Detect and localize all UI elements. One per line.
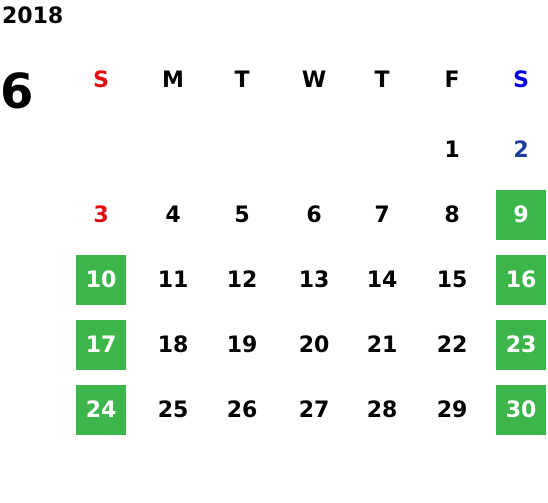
month-label: 6 [0, 64, 34, 120]
day-cell[interactable]: 21 [366, 332, 398, 358]
day-cell-highlighted[interactable]: 24 [76, 385, 126, 435]
day-cell-highlighted[interactable]: 9 [496, 190, 546, 240]
day-cell-highlighted[interactable]: 17 [76, 320, 126, 370]
day-cell[interactable]: 14 [366, 267, 398, 293]
day-cell[interactable]: 15 [436, 267, 468, 293]
day-cell[interactable]: 19 [226, 332, 258, 358]
weekday-mon: M [162, 67, 184, 93]
weekday-tue: T [234, 67, 250, 93]
day-cell[interactable]: 29 [436, 397, 468, 423]
day-cell[interactable]: 13 [298, 267, 330, 293]
day-cell[interactable]: 4 [165, 202, 181, 228]
weekday-wed: W [301, 67, 327, 93]
day-cell[interactable]: 5 [234, 202, 250, 228]
day-cell[interactable]: 25 [157, 397, 189, 423]
day-cell[interactable]: 26 [226, 397, 258, 423]
day-cell[interactable]: 7 [374, 202, 390, 228]
day-cell[interactable]: 1 [444, 137, 460, 163]
day-cell-highlighted[interactable]: 30 [496, 385, 546, 435]
day-cell-highlighted[interactable]: 10 [76, 255, 126, 305]
day-cell-highlighted[interactable]: 23 [496, 320, 546, 370]
day-cell[interactable]: 11 [157, 267, 189, 293]
weekday-sun: S [93, 67, 109, 93]
day-cell[interactable]: 28 [366, 397, 398, 423]
day-cell[interactable]: 6 [306, 202, 322, 228]
weekday-fri: F [444, 67, 460, 93]
year-label: 2018 [2, 4, 64, 29]
day-cell[interactable]: 2 [513, 137, 529, 163]
day-cell[interactable]: 12 [226, 267, 258, 293]
day-cell[interactable]: 18 [157, 332, 189, 358]
day-cell[interactable]: 27 [298, 397, 330, 423]
day-cell-highlighted[interactable]: 16 [496, 255, 546, 305]
day-cell[interactable]: 3 [93, 202, 109, 228]
day-cell[interactable]: 20 [298, 332, 330, 358]
day-cell[interactable]: 8 [444, 202, 460, 228]
weekday-thu: T [374, 67, 390, 93]
day-cell[interactable]: 22 [436, 332, 468, 358]
weekday-sat: S [513, 67, 529, 93]
